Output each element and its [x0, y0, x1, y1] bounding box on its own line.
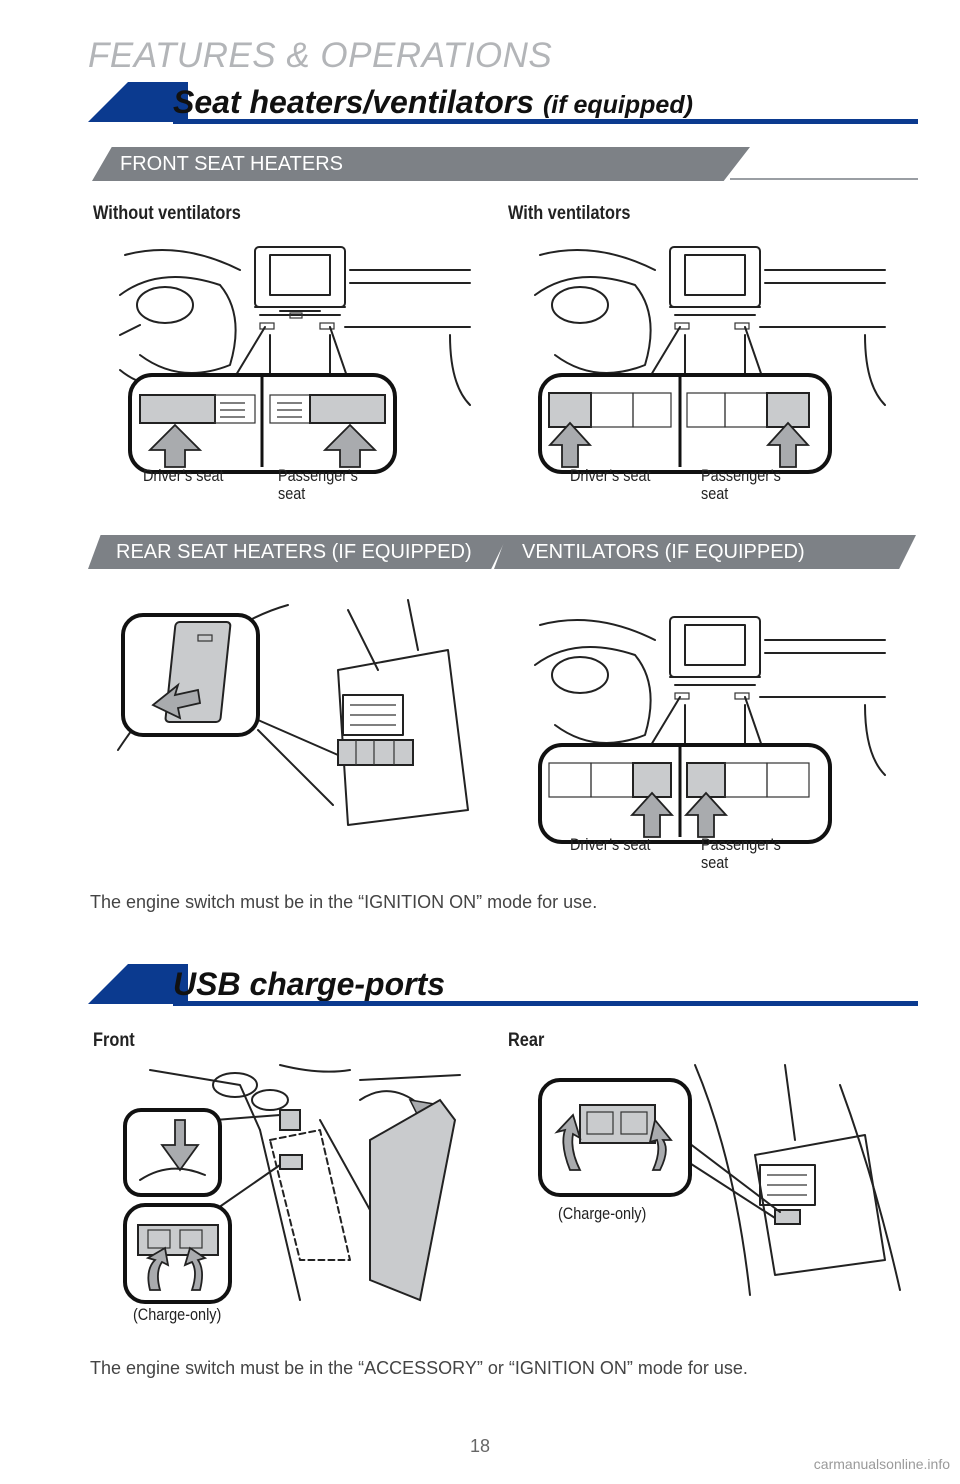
front-caption: Front	[93, 1030, 135, 1051]
rear-seat-heaters-banner: REAR SEAT HEATERS (IF EQUIPPED)	[88, 535, 508, 569]
sub-banner-rule	[730, 178, 918, 180]
seat-heater-note: The engine switch must be in the “IGNITI…	[90, 892, 598, 912]
dashboard-with-ventilators-illustration	[534, 246, 886, 474]
passengers-seat-line2: seat	[278, 484, 306, 503]
front-usb-illustration	[123, 1064, 461, 1304]
charge-only-front-label: (Charge-only)	[133, 1305, 222, 1324]
banner-rule	[173, 119, 918, 124]
passengers-seat-line1: Passenger’s	[701, 466, 781, 485]
usb-charge-ports-title: USB charge-ports	[173, 966, 446, 1002]
dashboard-without-ventilators-illustration	[119, 246, 471, 474]
drivers-seat-label-2: Driver’s seat	[570, 466, 651, 485]
rear-caption: Rear	[508, 1030, 545, 1051]
passengers-seat-line1: Passenger’s	[701, 835, 781, 854]
page-number: 18	[469, 1436, 491, 1456]
drivers-seat-label-3: Driver’s seat	[570, 835, 651, 854]
seat-heaters-title: Seat heaters/ventilators	[173, 84, 543, 120]
charge-only-rear-label: (Charge-only)	[558, 1204, 647, 1223]
drivers-seat-label-1: Driver’s seat	[143, 466, 224, 485]
passengers-seat-line2: seat	[701, 484, 729, 503]
usb-charge-ports-banner: USB charge-ports	[88, 964, 918, 1006]
rear-usb-illustration	[538, 1064, 901, 1296]
seat-heaters-banner: Seat heaters/ventilators (if equipped)	[88, 82, 918, 124]
passengers-seat-line2: seat	[701, 853, 729, 872]
banner-rule	[173, 1001, 918, 1006]
passengers-seat-line1: Passenger’s	[278, 466, 358, 485]
ventilators-banner: VENTILATORS (IF EQUIPPED)	[494, 535, 916, 569]
front-seat-heaters-banner: FRONT SEAT HEATERS	[92, 147, 750, 181]
rear-seat-heater-illustration	[117, 599, 469, 826]
if-equipped-label: (if equipped)	[542, 91, 693, 119]
usb-note: The engine switch must be in the “ACCESS…	[90, 1358, 748, 1378]
watermark: carmanualsonline.info	[813, 1456, 950, 1472]
page-section-title: FEATURES & OPERATIONS	[88, 36, 553, 75]
without-ventilators-caption: Without ventilators	[93, 203, 241, 224]
ventilator-illustration	[534, 616, 886, 844]
with-ventilators-caption: With ventilators	[508, 203, 631, 224]
seat-heaters-heading: Seat heaters/ventilators (if equipped)	[173, 84, 693, 121]
